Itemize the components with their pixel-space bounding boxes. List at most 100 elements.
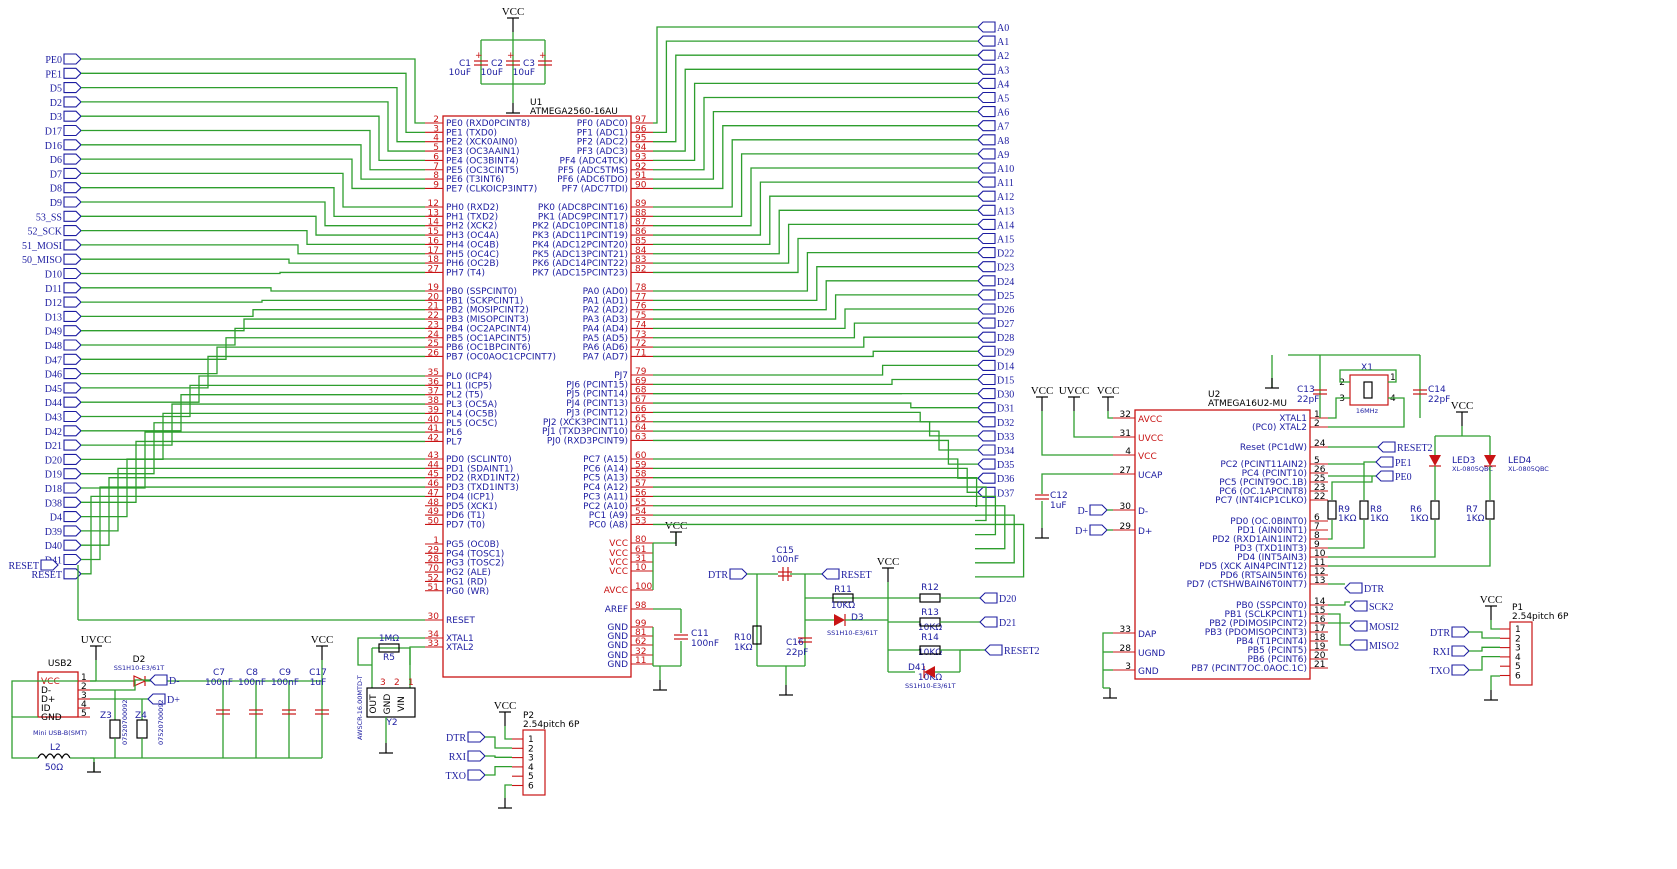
wire xyxy=(1490,675,1500,690)
u1-pin-name: PL3 (OC5A) xyxy=(446,400,497,410)
u1-pin-name: VCC xyxy=(609,549,628,559)
r5-ref: R5 xyxy=(383,653,395,663)
caps-gnd-symbol xyxy=(506,103,520,114)
net-label-text: PE1 xyxy=(1395,458,1412,469)
u1-pin-number: 99 xyxy=(635,619,647,629)
u1-pin-number: 10 xyxy=(635,563,647,573)
u1-pin-name: PG0 (WR) xyxy=(446,587,489,597)
u1-pin-name: PE6 (T3INT6) xyxy=(446,175,505,185)
u1-pin-number: 29 xyxy=(428,545,440,555)
y2-pin-number: 3 xyxy=(380,678,386,688)
u2-body xyxy=(1134,409,1311,680)
net-flag-shape xyxy=(977,331,996,343)
p1-pin-number: 4 xyxy=(1515,653,1521,663)
r11-ref: R11 xyxy=(834,585,852,595)
u1-pin-number: 90 xyxy=(635,180,647,190)
wire xyxy=(653,308,978,330)
net-label-text: D18 xyxy=(45,484,62,495)
net-flag-shape xyxy=(977,402,996,414)
net-flag-shape xyxy=(63,368,82,380)
u1-pin-number: 35 xyxy=(428,368,439,378)
net-label-d28: D28 xyxy=(977,331,1014,344)
u2-pin-number: 23 xyxy=(1314,483,1325,493)
net-label-text: D- xyxy=(169,676,180,687)
y2-value: AWSCR-16.00MTD-T xyxy=(356,675,364,740)
u2-pin-number: 17 xyxy=(1314,624,1325,634)
vcc-symbol: VCC xyxy=(502,6,524,32)
cap-value: 10uF xyxy=(449,68,471,78)
power-label: VCC xyxy=(1097,385,1120,397)
u1-pin-name: PL4 (OC5B) xyxy=(446,409,497,419)
d41-diode xyxy=(924,666,935,678)
net-flag-shape xyxy=(63,396,82,408)
net-label-text: D38 xyxy=(45,498,62,509)
u1-pin-number: 26 xyxy=(428,348,440,358)
u1-pin-number: 67 xyxy=(635,395,646,405)
net-flag-shape xyxy=(63,182,82,194)
wire xyxy=(81,337,425,360)
net-flag-shape xyxy=(63,82,82,94)
y2-pin-number: 1 xyxy=(408,678,414,688)
wire xyxy=(653,486,987,522)
u2-pin-name: D+ xyxy=(1138,527,1152,537)
net-flag-shape xyxy=(63,539,82,551)
u2-pin-number: 10 xyxy=(1314,549,1326,559)
wire xyxy=(1328,397,1350,419)
cap-ref: C1 xyxy=(459,59,471,69)
power-label: VCC xyxy=(665,520,688,532)
wire xyxy=(1469,646,1500,652)
c15-value: 100nF xyxy=(771,555,799,565)
net-label-d36: D36 xyxy=(977,472,1014,485)
u1-pin-name: PD5 (XCK1) xyxy=(446,502,497,512)
u1-pin-number: 86 xyxy=(635,227,647,237)
z4-value: 07520700092 xyxy=(157,700,165,746)
u2-pin-number: 3 xyxy=(1125,662,1131,672)
wire xyxy=(81,384,425,418)
d2-value: SS1H10-E3/61T xyxy=(114,664,165,672)
u1-pin-name: PE5 (OC3CINT5) xyxy=(446,166,519,176)
u1-pin-name: PC7 (A15) xyxy=(583,455,628,465)
u1-pin-number: 20 xyxy=(428,292,440,302)
wire xyxy=(653,467,978,493)
usb-pin-name: ID xyxy=(41,704,51,714)
wire xyxy=(81,327,425,346)
wire xyxy=(1490,620,1500,630)
u2-pin-number: 16 xyxy=(1314,615,1326,625)
wire xyxy=(81,258,425,264)
c13-ref: C13 xyxy=(1297,385,1315,395)
net-label-d33: D33 xyxy=(977,430,1014,443)
u1-pin-number: 19 xyxy=(428,283,440,293)
net-flag-shape xyxy=(467,731,486,743)
usb-pin-number: 1 xyxy=(81,673,87,683)
u1-pin-name: PJ6 (PCINT15) xyxy=(566,380,628,390)
u1-pin-number: 37 xyxy=(428,387,439,397)
wire xyxy=(81,144,425,180)
net-flag-shape xyxy=(1349,620,1368,632)
p1-value: 2.54pitch 6P xyxy=(1512,612,1569,622)
net-label-a0: A0 xyxy=(977,21,1009,34)
c14-ref: C14 xyxy=(1428,385,1446,395)
net-flag-shape xyxy=(984,644,1003,656)
u1-pin-name: PF6 (ADC6TDO) xyxy=(557,175,628,185)
net-label-d-plus: D+ xyxy=(147,693,180,706)
res-ref: R13 xyxy=(921,608,939,618)
u1-pin-name: PH6 (OC2B) xyxy=(446,259,499,269)
resistor-body xyxy=(1327,500,1337,520)
net-flag-shape xyxy=(977,91,996,104)
res-value: 10KΩ xyxy=(918,648,942,658)
u1-pin-name: PA5 (AD5) xyxy=(583,334,628,344)
u1-pin-name: PJ5 (PCINT14) xyxy=(566,390,628,400)
d3-value: SS1H10-E3/61T xyxy=(827,629,878,637)
u1-pin-number: 1 xyxy=(433,536,439,546)
u1-pin-number: 33 xyxy=(428,639,439,649)
res-ref: R14 xyxy=(921,633,939,643)
net-label-text: D16 xyxy=(45,141,62,152)
u1-pin-name: PK3 (ADC11PCINT19) xyxy=(532,231,628,241)
net-label-text: PE1 xyxy=(45,69,62,80)
wire xyxy=(653,223,978,264)
res-ref: R12 xyxy=(921,583,939,593)
net-label-d44: D44 xyxy=(45,396,82,409)
u1-pin-number: 85 xyxy=(635,236,646,246)
net-label-text: RXI xyxy=(1433,647,1450,658)
wire xyxy=(81,412,425,461)
